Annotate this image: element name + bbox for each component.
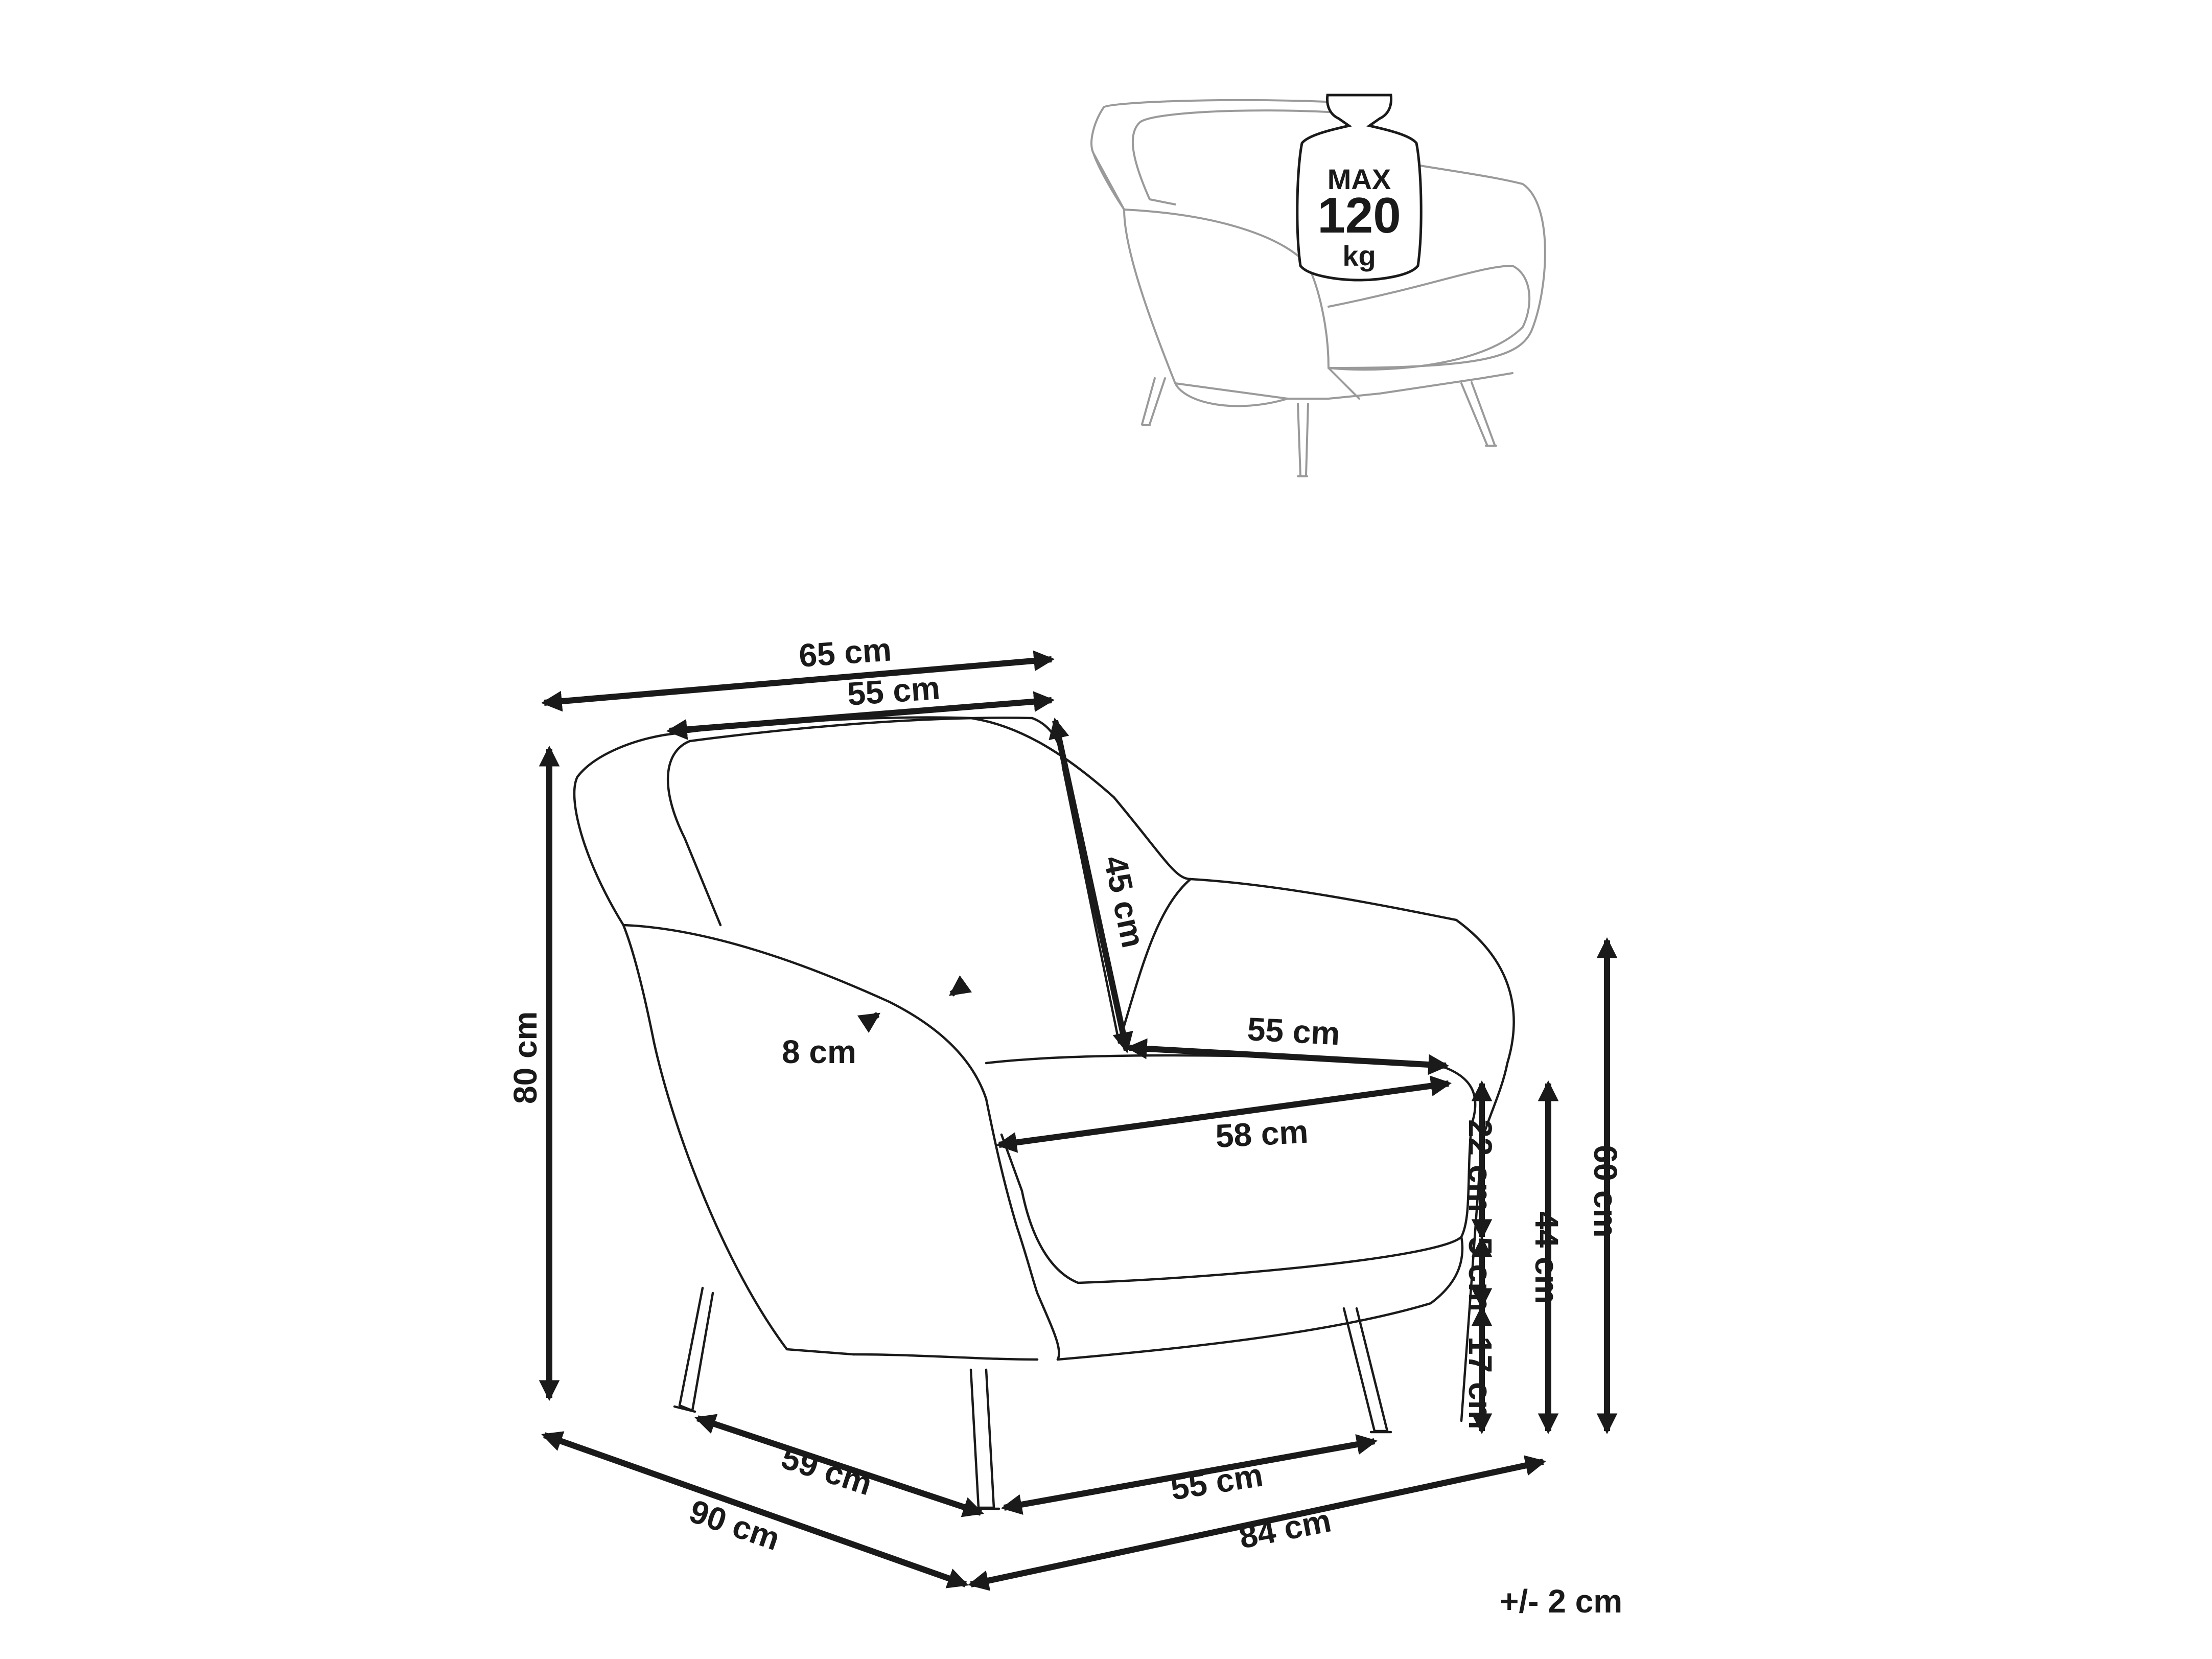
label-leg-span-side: 59 cm	[777, 1439, 877, 1503]
badge-weight-value: 120	[1317, 187, 1401, 243]
label-total-length: 84 cm	[1236, 1502, 1334, 1555]
label-gap-height: 5 cm	[1462, 1237, 1499, 1311]
arrow-backrest-width	[666, 691, 1055, 740]
label-leg-span-front: 55 cm	[1168, 1456, 1265, 1507]
arrow-armrest-width-left	[857, 1011, 881, 1033]
arrow-seat-width	[1126, 1038, 1450, 1075]
tolerance-note: +/- 2 cm	[1500, 1583, 1622, 1620]
arrow-armrest-width-right	[949, 975, 972, 997]
badge-max-text: MAX	[1328, 163, 1391, 195]
dimension-arrows	[539, 650, 1618, 1591]
arrow-total-width	[541, 650, 1055, 712]
label-seat-width: 55 cm	[1246, 1010, 1341, 1052]
arrow-total-depth	[541, 1431, 969, 1588]
label-seat-cushion-height: 22 cm	[1462, 1119, 1499, 1212]
dimension-labels: 65 cm 55 cm 45 cm 8 cm 55 cm 58 cm 22 cm…	[507, 631, 1624, 1620]
label-backrest-width: 55 cm	[846, 669, 941, 712]
arrow-total-length	[968, 1455, 1546, 1591]
weight-limit-badge: MAX 120 kg	[1296, 94, 1423, 282]
label-armrest-height: 60 cm	[1587, 1145, 1624, 1237]
label-armrest-width: 8 cm	[782, 1033, 856, 1070]
label-seat-depth: 58 cm	[1215, 1113, 1309, 1155]
label-total-width: 65 cm	[798, 631, 893, 674]
main-chair	[573, 716, 1515, 1510]
label-seat-height: 44 cm	[1528, 1211, 1565, 1304]
label-leg-height: 17 cm	[1462, 1337, 1499, 1429]
arrow-backrest-height	[1049, 718, 1133, 1053]
thumbnail-chair	[1090, 99, 1546, 477]
arrow-seat-depth	[995, 1075, 1452, 1153]
badge-unit-text: kg	[1342, 240, 1376, 272]
label-total-height: 80 cm	[507, 1011, 544, 1104]
